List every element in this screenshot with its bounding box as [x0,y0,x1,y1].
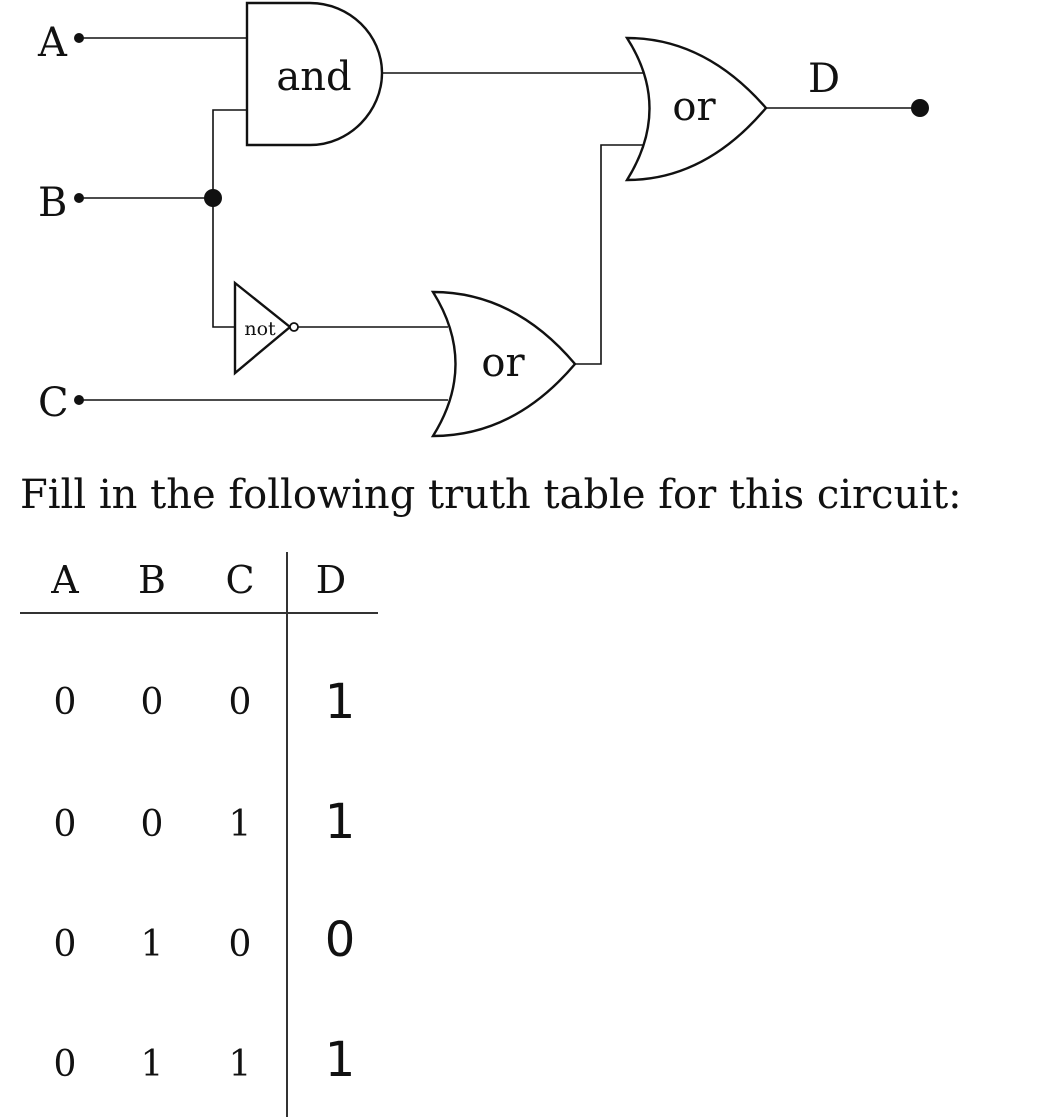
or-gate-bottom [430,290,577,438]
not-gate-label: not [244,318,276,340]
cell-r4-c: 1 [228,1044,252,1085]
truth-table: A B C D 0 0 0 1 0 0 1 1 0 1 0 0 0 1 1 1 [20,550,400,1120]
cell-r4-d: 1 [324,1032,356,1088]
not-gate-bubble [289,322,299,332]
cell-r1-d: 1 [324,674,356,730]
input-label-b: B [38,180,67,226]
cell-r3-a: 0 [53,924,77,965]
cell-r3-b: 1 [140,924,164,965]
header-d: D [315,558,347,602]
output-terminal-d [911,99,929,117]
cell-r3-c: 0 [228,924,252,965]
and-gate [245,1,384,147]
cell-r2-a: 0 [53,804,77,845]
wire-or-to-or [575,144,644,365]
header-c: C [225,558,255,602]
or-gate-top [624,36,768,182]
header-a: A [51,558,79,602]
header-b: B [138,558,166,602]
cell-r1-b: 0 [140,682,164,723]
wire-b-to-not [212,198,235,328]
cell-r4-a: 0 [53,1044,77,1085]
output-column-rule [286,552,288,1117]
header-rule [20,612,378,614]
input-label-a: A [37,20,68,66]
cell-r1-a: 0 [53,682,77,723]
cell-r1-c: 0 [228,682,252,723]
or-gate-bottom-label: or [481,340,525,386]
output-label-d: D [808,56,840,102]
and-gate-label: and [276,54,351,100]
cell-r2-c: 1 [228,804,252,845]
cell-r2-d: 1 [324,794,356,850]
logic-circuit-diagram: A B C D and or or not [37,1,929,438]
truth-table-prompt: Fill in the following truth table for th… [20,472,962,518]
junction-dot-b [204,189,222,207]
cell-r2-b: 0 [140,804,164,845]
wire-b-to-and [212,109,247,198]
cell-r3-d: 0 [324,912,356,968]
or-gate-top-label: or [672,84,716,130]
cell-r4-b: 1 [140,1044,164,1085]
input-label-c: C [38,380,69,426]
not-gate [233,280,292,376]
